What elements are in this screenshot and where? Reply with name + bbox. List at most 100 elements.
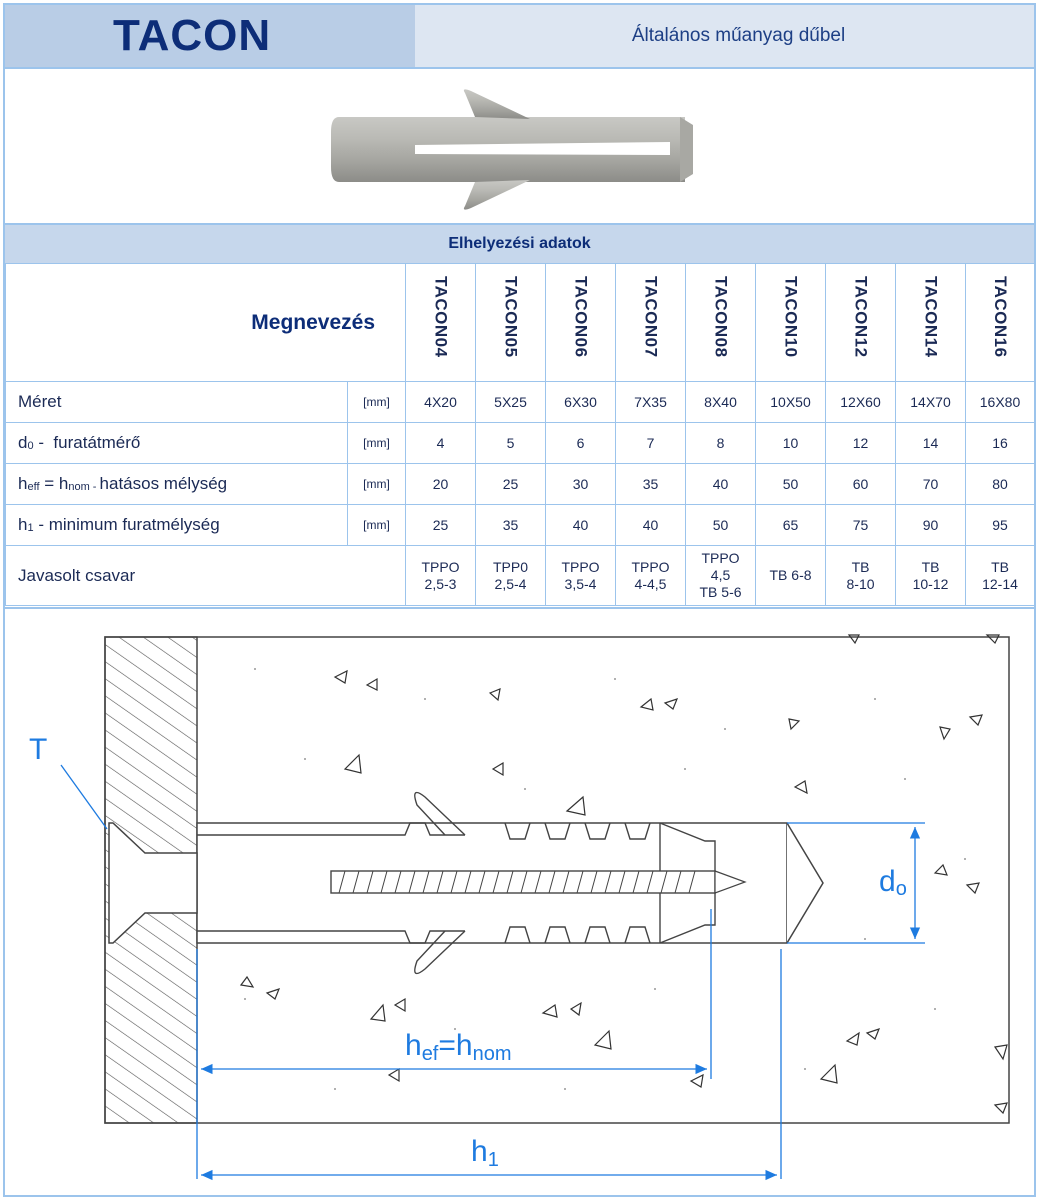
label-d0-main: d [879,865,896,898]
column-header: TACON06 [545,263,617,382]
screw-cell-line: 4,5 [710,567,731,583]
product-subtitle: Általános műanyag dűbel [415,5,1034,67]
table-row: Méret [mm] 4X20 5X25 6X30 7X35 8X40 10X5… [5,381,1036,423]
label-hef-main: h [405,1029,422,1062]
label-d0: do [879,865,907,900]
table-cell: 40 [615,504,687,546]
column-header-label: TACON10 [781,276,801,358]
row-unit: [mm] [346,504,407,546]
screw-cell-line: TB [991,558,1009,575]
header: TACON Általános műanyag dűbel [5,5,1034,67]
table-cell: 10X50 [755,381,827,423]
row-label: Javasolt csavar [4,545,407,606]
screw-head [108,822,198,944]
screw-cell-line: 4-4,5 [634,575,667,592]
product-sheet: TACON Általános műanyag dűbel [3,3,1036,1197]
screw-cell-line: TB 6-8 [769,567,812,583]
table-cell: 6X30 [545,381,617,423]
column-header-label: TACON16 [991,276,1011,358]
row-label-sub: 1 [27,522,34,534]
table-cell: 8X40 [685,381,757,423]
concrete-texture [244,668,966,1090]
table-cell: 40 [685,463,757,505]
screw-cell-line: 3,5-4 [564,575,597,592]
product-title: TACON [5,5,415,67]
row-label-sub: nom [68,481,90,493]
column-header-label: TACON04 [431,276,451,358]
table-cell: 7X35 [615,381,687,423]
table-cell: 8 [685,422,757,464]
screw-thread [338,870,696,894]
table-cell: 35 [475,504,547,546]
dimension-lines [60,764,925,1181]
table-cell: 20 [405,463,477,505]
table-cell: 7 [615,422,687,464]
label-t: T [29,733,47,766]
spec-table: Megnevezés TACON04 TACON05 TACON06 TACON… [4,263,1036,606]
label-hef-sub: ef [422,1043,439,1065]
column-header: TACON05 [475,263,547,382]
row-label-part: d [18,433,28,452]
row-label-sub: eff [27,481,40,493]
table-cell: 25 [405,504,477,546]
table-cell: 95 [965,504,1036,546]
screw-cell-line: TB [921,558,940,575]
name-header: Megnevezés [4,263,407,382]
table-cell: 6 [545,422,617,464]
row-label: d0 - furatátmérő [5,422,348,464]
table-cell: 14 [895,422,967,464]
table-cell: 65 [755,504,827,546]
label-h1-sub: 1 [488,1149,499,1171]
row-label-part: = h [39,474,69,493]
row-label: heff = hnom - hatásos mélység [5,463,348,505]
column-header-label: TACON06 [571,276,591,358]
column-header-label: TACON12 [851,276,871,358]
row-label-part: - furatátmérő [33,433,141,452]
dowel-photo-image [331,89,693,210]
screw-cell-line: 10-12 [912,575,949,592]
table-row: heff = hnom - hatásos mélység [mm] 20 25… [5,463,1036,505]
screw-cell: TB 6-8 [755,545,827,606]
row-label-sub: - [89,481,100,493]
table-cell: 40 [545,504,617,546]
row-label-part: h [18,515,28,534]
column-header: TACON08 [685,263,757,382]
table-cell: 14X70 [895,381,967,423]
column-header: TACON04 [405,263,477,382]
screw-cell-line: TPPO [421,558,460,575]
column-header-label: TACON07 [641,276,661,358]
row-label: h1 - minimum furatmélység [5,504,348,546]
screw-shank [330,870,716,894]
table-cell: 12 [825,422,897,464]
table-cell: 16X80 [965,381,1036,423]
table-cell: 50 [755,463,827,505]
screw-cell-line: TPPO [631,558,670,575]
installation-drawing: T do hef=hnom h1 [5,607,1034,1197]
row-label-part: hatásos mélység [99,474,228,493]
row-label-part: h [18,474,28,493]
screw-cell-line: 2,5-4 [494,575,527,592]
product-subtitle-text: Általános műanyag dűbel [631,25,846,46]
table-cell: 35 [615,463,687,505]
table-cell: 12X60 [825,381,897,423]
table-cell: 30 [545,463,617,505]
label-hnom-sub: nom [473,1043,512,1065]
row-label-sub: 0 [27,440,34,452]
column-header: TACON12 [825,263,897,382]
row-unit: [mm] [346,463,407,505]
screw-cell-line: 8-10 [846,575,875,592]
row-unit: [mm] [346,381,407,423]
table-row: d0 - furatátmérő [mm] 4 5 6 7 8 10 12 14… [5,422,1036,464]
drawing-svg: T do hef=hnom h1 [29,634,1010,1181]
table-cell: 80 [965,463,1036,505]
row-unit: [mm] [346,422,407,464]
table-header-row: Megnevezés TACON04 TACON05 TACON06 TACON… [4,263,1036,382]
table-cell: 5 [475,422,547,464]
